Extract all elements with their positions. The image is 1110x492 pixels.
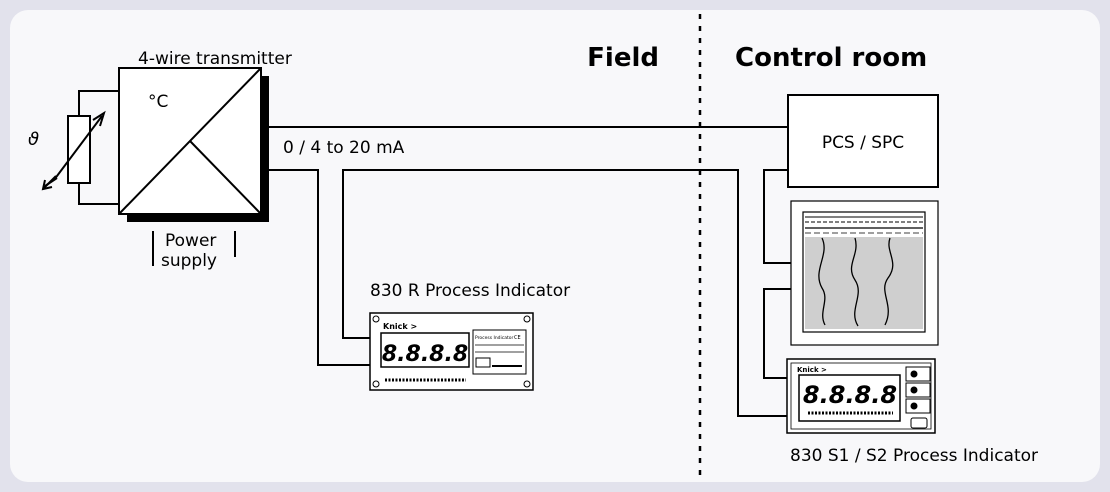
power-supply-terminals bbox=[152, 231, 236, 266]
indicator-r-panel-title: Process Indicator bbox=[475, 335, 514, 341]
sensor-symbol: ϑ bbox=[28, 129, 39, 150]
signal-wiring bbox=[269, 126, 791, 417]
pcs-label: PCS / SPC bbox=[822, 133, 904, 153]
indicator-r-label: 830 R Process Indicator bbox=[370, 281, 570, 301]
indicator-s-brand: Knick > bbox=[797, 366, 827, 374]
indicator-r-brand: Knick > bbox=[383, 322, 417, 331]
zone-control-room-title: Control room bbox=[735, 43, 927, 73]
indicator-s-value: 8.8.8.8 bbox=[803, 381, 897, 409]
thermometer-resistor-icon bbox=[41, 90, 119, 205]
indicator-r-value: 8.8.8.8 bbox=[382, 342, 468, 367]
indicator-r-display bbox=[380, 332, 470, 368]
transmitter-label: 4-wire transmitter bbox=[138, 49, 292, 69]
power-label-line1: Power bbox=[165, 231, 216, 251]
pcs-box bbox=[787, 94, 939, 188]
zone-field-title: Field bbox=[587, 43, 659, 73]
signal-label: 0 / 4 to 20 mA bbox=[283, 138, 405, 158]
indicator-s-label: 830 S1 / S2 Process Indicator bbox=[790, 446, 1038, 466]
indicator-r-ce-mark: CE bbox=[514, 335, 521, 341]
indicator-r-device bbox=[369, 312, 534, 391]
recorder-icon bbox=[790, 200, 939, 346]
transmitter-unit: °C bbox=[148, 92, 168, 112]
power-label-line2: supply bbox=[161, 251, 217, 271]
indicator-icon bbox=[786, 358, 936, 434]
transmitter-box-icon bbox=[118, 67, 269, 222]
